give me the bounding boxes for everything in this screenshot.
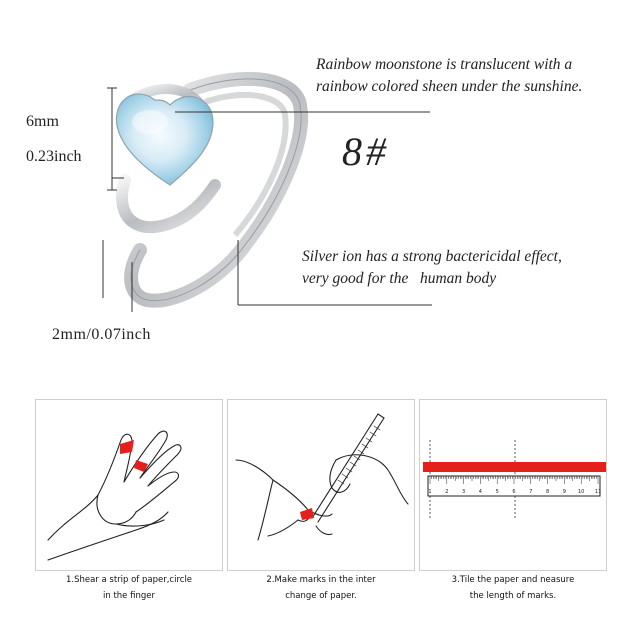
ruler-label: 8 — [546, 489, 549, 495]
ruler-label: 2 — [445, 489, 448, 495]
step-3-caption: 3.Tile the paper and neasure the length … — [451, 575, 575, 601]
ring-size-number: 8# — [342, 129, 390, 174]
ruler-label: 3 — [462, 489, 465, 495]
ruler-label: 5 — [496, 489, 499, 495]
paper-strip — [423, 462, 606, 472]
ruler-ticks: 1 2 3 4 5 6 7 8 9 10 11 — [428, 476, 601, 495]
step-1-caption: 1.Shear a strip of paper,circle in the f… — [65, 575, 193, 601]
silver-feature-text: Silver ion has a strong bactericidal eff… — [302, 248, 562, 287]
hand-wrap-illustration — [47, 430, 182, 561]
guide-panel-2 — [227, 399, 415, 571]
stone-size-mm: 6mm — [26, 113, 59, 130]
ruler-label: 7 — [529, 489, 532, 495]
ruler-label: 6 — [512, 489, 515, 495]
dimension-lines — [102, 87, 432, 312]
marking-illustration — [235, 413, 409, 541]
ruler-label: 11 — [595, 489, 601, 495]
ring-image — [115, 71, 309, 308]
band-width-label: 2mm/0.07inch — [52, 326, 151, 343]
guide-panel-3: 1 2 3 4 5 6 7 8 9 10 11 — [419, 399, 607, 571]
ruler-label: 4 — [479, 489, 482, 495]
guide-panel-1 — [35, 399, 223, 571]
ruler-label: 9 — [563, 489, 566, 495]
ruler-label: 1 — [428, 489, 431, 495]
moonstone-feature-text: Rainbow moonstone is translucent with a … — [316, 56, 583, 95]
ruler-label: 10 — [578, 489, 584, 495]
stone-size-inch: 0.23inch — [26, 148, 82, 165]
step-2-caption: 2.Make marks in the inter change of pape… — [266, 575, 376, 601]
measure-illustration: 1 2 3 4 5 6 7 8 9 10 11 — [423, 440, 606, 520]
